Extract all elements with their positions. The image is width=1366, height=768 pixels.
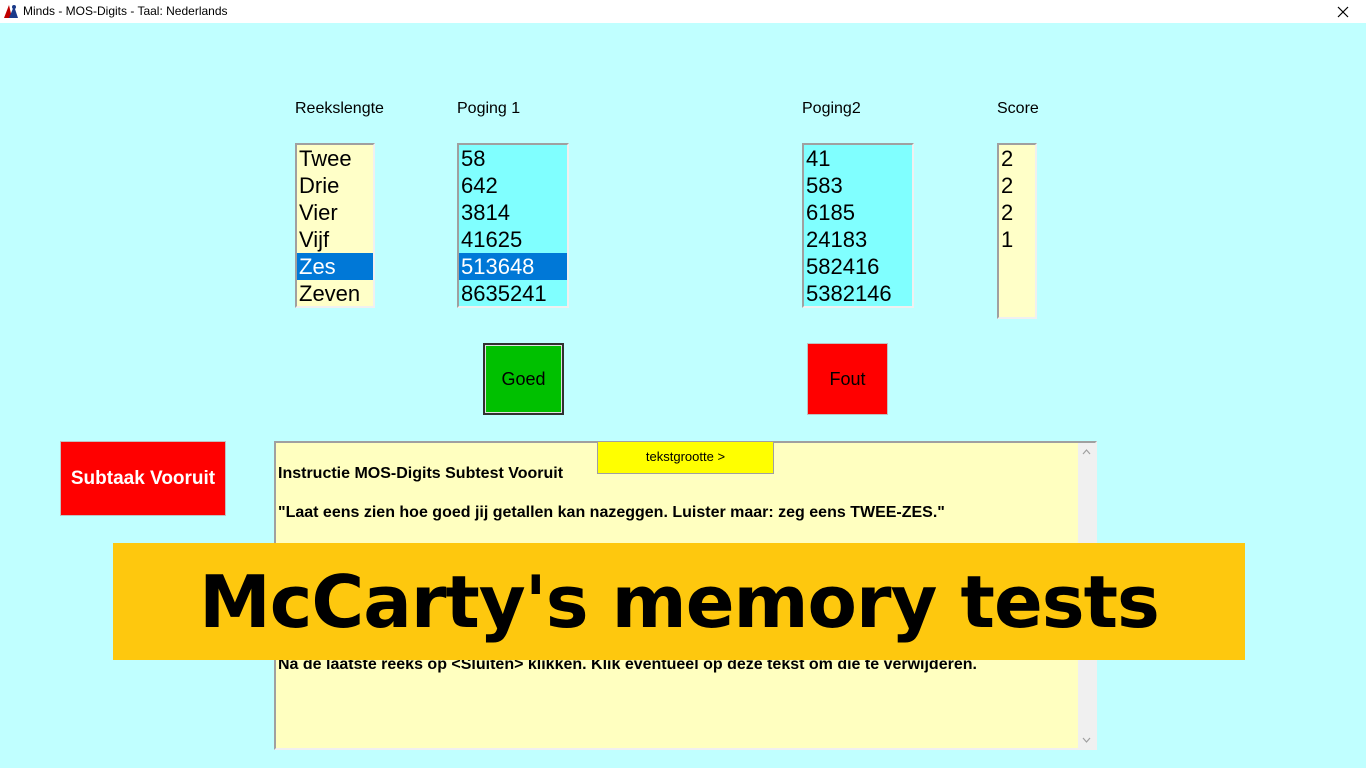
reekslengte-item[interactable]: Zeven [299,281,361,306]
instruction-line-1: "Laat eens zien hoe goed jij getallen ka… [278,504,945,521]
score-item[interactable]: 2 [1001,173,1014,198]
reekslengte-item[interactable]: Twee [299,146,352,171]
label-score: Score [997,100,1039,117]
banner-text: McCarty's memory tests [199,559,1160,644]
instruction-heading: Instructie MOS-Digits Subtest Vooruit [278,465,564,482]
poging2-item[interactable]: 583 [806,173,843,198]
poging2-item[interactable]: 5382146 [806,281,892,306]
window-title: Minds - MOS-Digits - Taal: Nederlands [23,4,228,18]
poging2-item[interactable]: 582416 [806,254,880,279]
label-poging1: Poging 1 [457,100,521,117]
poging2-item[interactable]: 24183 [806,227,868,252]
reekslengte-item[interactable]: Drie [299,173,340,198]
poging2-item[interactable]: 6185 [806,200,855,225]
poging1-item[interactable]: 8635241 [461,281,547,306]
score-item[interactable]: 2 [1001,200,1014,225]
score-item[interactable]: 2 [1001,146,1014,171]
goed-button[interactable]: Goed [483,343,564,415]
reekslengte-item[interactable]: Zes [297,253,373,280]
instruction-line-last: Na de laatste reeks op <Sluiten> klikken… [278,656,977,673]
close-icon [1337,6,1349,17]
reekslengte-item[interactable]: Vijf [299,227,330,252]
subtaak-vooruit-button[interactable]: Subtaak Vooruit [60,441,226,516]
title-banner: McCarty's memory tests [113,543,1245,660]
tekstgrootte-button[interactable]: tekstgrootte > [597,441,774,474]
close-button[interactable] [1320,0,1366,23]
app-icon [3,3,19,19]
poging1-item[interactable]: 58 [461,146,486,171]
title-bar: Minds - MOS-Digits - Taal: Nederlands [0,0,1366,23]
label-poging2: Poging2 [802,100,861,117]
reekslengte-item[interactable]: Vier [299,200,338,225]
scroll-up-icon[interactable] [1078,443,1095,460]
poging1-item[interactable]: 642 [461,173,498,198]
poging1-item[interactable]: 3814 [461,200,510,225]
poging1-item[interactable]: 41625 [461,227,523,252]
poging2-item[interactable]: 41 [806,146,831,171]
fout-button[interactable]: Fout [807,343,888,415]
scroll-down-icon[interactable] [1078,731,1095,748]
score-item[interactable]: 1 [1001,227,1014,252]
poging1-item[interactable]: 513648 [459,253,567,280]
label-reekslengte: Reekslengte [295,100,384,117]
